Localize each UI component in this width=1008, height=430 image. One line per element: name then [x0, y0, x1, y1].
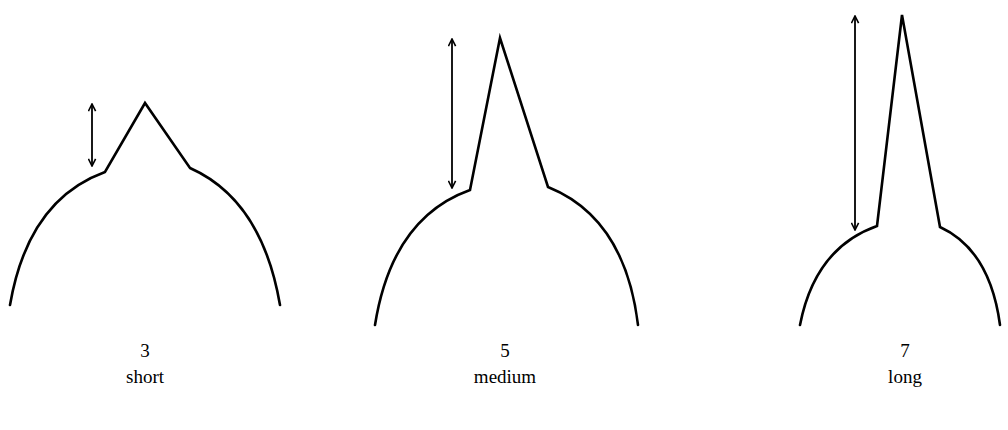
length-word: medium — [431, 366, 579, 389]
value-number: 3 — [71, 340, 219, 363]
length-arrow — [451, 39, 453, 188]
medium-tip-outline — [375, 38, 638, 325]
length-arrow — [854, 16, 856, 230]
value-number: 5 — [431, 340, 579, 363]
length-word: long — [831, 366, 979, 389]
length-arrow — [91, 104, 93, 166]
value-number: 7 — [831, 340, 979, 363]
short-tip-outline — [10, 103, 280, 305]
long-tip-outline — [800, 15, 1000, 325]
length-word: short — [71, 366, 219, 389]
